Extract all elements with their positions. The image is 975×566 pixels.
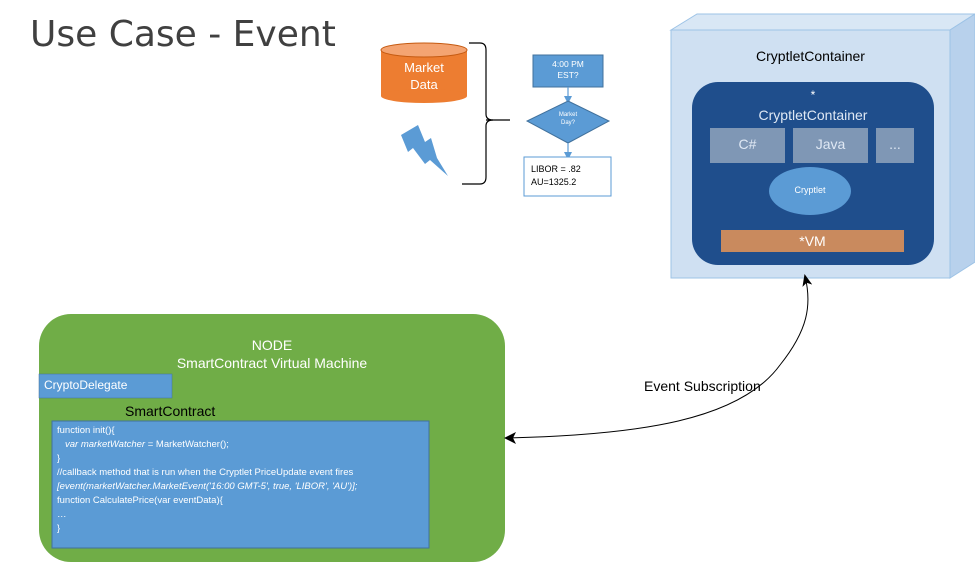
inner-container-title: CryptletContainer <box>758 107 868 123</box>
code-line-2: var marketWatcher = MarketWatcher(); <box>65 439 229 450</box>
event-subscription-connector <box>505 274 813 439</box>
cryptlet-label: Cryptlet <box>794 185 826 195</box>
lightning-icon <box>401 125 448 176</box>
code-line-1: function init(){ <box>57 425 115 436</box>
language-more-label: ... <box>889 136 901 152</box>
code-line-8: } <box>57 523 61 534</box>
time-check-line1: 4:00 PM <box>552 59 584 69</box>
crypto-delegate-box <box>38 373 173 399</box>
market-data-database <box>380 42 468 103</box>
market-data-label-line1: Market <box>404 60 444 75</box>
crypto-delegate-label: CryptoDelegate <box>44 378 128 392</box>
code-var-keyword: var <box>65 439 81 450</box>
language-csharp-label: C# <box>738 136 757 152</box>
cryptlet-node <box>769 167 851 215</box>
code-var-name: marketWatcher <box>80 439 146 450</box>
result-box <box>523 156 612 197</box>
container-title: CryptletContainer <box>756 48 865 64</box>
language-java <box>793 128 868 163</box>
code-box <box>51 420 430 549</box>
code-line-3: } <box>57 453 61 464</box>
code-line-6: function CalculatePrice(var eventData){ <box>57 495 223 506</box>
language-java-label: Java <box>815 136 846 152</box>
result-line2: AU=1325.2 <box>531 177 577 187</box>
code-var-rest: = MarketWatcher(); <box>145 439 229 450</box>
market-day-line2: Day? <box>560 120 575 126</box>
market-data-label: Market Data <box>381 59 467 93</box>
vm-label: *VM <box>799 233 826 249</box>
node-subtitle: SmartContract Virtual Machine <box>176 355 368 371</box>
market-day-label: Market Day? <box>540 111 596 127</box>
code-line-5: [event(marketWatcher.MarketEvent('16:00 … <box>57 481 358 492</box>
connector-arrowhead-left <box>504 432 516 444</box>
code-line-7: … <box>57 509 67 520</box>
time-check-line2: EST? <box>557 70 579 80</box>
event-subscription-label: Event Subscription <box>644 378 761 394</box>
market-data-label-line2: Data <box>410 77 438 92</box>
result-line1: LIBOR = .82 <box>531 164 581 174</box>
result-label: LIBOR = .82 AU=1325.2 <box>531 163 581 189</box>
language-more <box>876 128 914 163</box>
market-day-line1: Market <box>558 112 578 118</box>
language-csharp <box>710 128 785 163</box>
vm-bar <box>721 230 904 252</box>
slide-title: Use Case - Event <box>30 14 336 55</box>
inner-star: * <box>810 88 816 102</box>
smart-contract-label: SmartContract <box>125 403 216 419</box>
code-line-4: //callback method that is run when the C… <box>57 467 354 478</box>
time-check-label: 4:00 PM EST? <box>533 59 603 81</box>
node-title: NODE <box>251 337 293 353</box>
time-check-box <box>532 54 604 88</box>
